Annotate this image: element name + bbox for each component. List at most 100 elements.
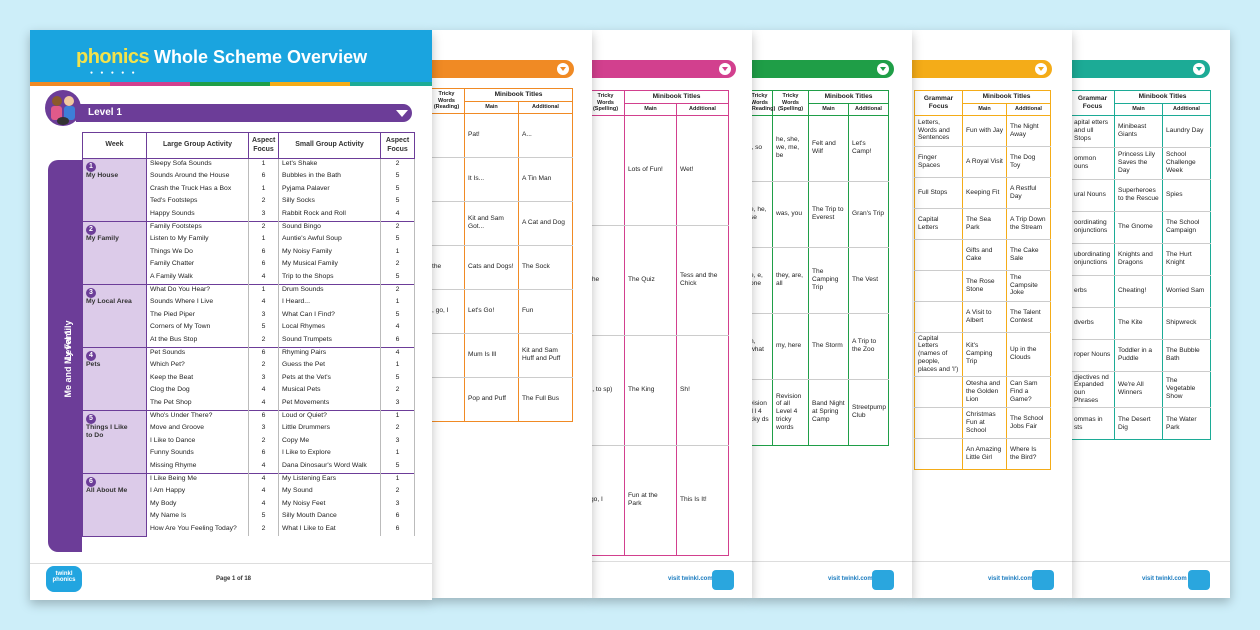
table-cell: A Cat and Dog <box>518 200 573 246</box>
footer-link[interactable]: visit twinkl.com <box>668 576 713 582</box>
aspect-focus-cell: 5 <box>380 234 415 247</box>
large-group-activity-cell: Sounds Where I Live <box>146 297 249 310</box>
page-title: Whole Scheme Overview <box>154 47 368 67</box>
table-cell: It Is... <box>464 156 519 202</box>
aspect-focus-cell: 5 <box>248 322 279 335</box>
weekly-activities-table: Week Large Group Activity Aspect Focus S… <box>82 132 415 537</box>
week-name: Pets <box>86 360 101 368</box>
table-cell: Finger Spaces <box>914 145 963 178</box>
table-cell: Band Night at Spring Camp <box>808 378 849 446</box>
aspect-focus-cell: 2 <box>380 158 415 172</box>
small-group-activity-cell: What Can I Find? <box>278 309 381 323</box>
table-cell: Mum Is Ill <box>464 332 519 378</box>
aspect-focus-cell: 3 <box>248 372 279 386</box>
table-cell: djectives nd Expanded oun Phrases <box>1072 370 1115 409</box>
small-group-activity-cell: Sound Trumpets <box>278 334 381 348</box>
additional-header: Additional <box>676 103 729 116</box>
table-cell <box>914 238 963 271</box>
table-cell: Superheroes to the Rescue <box>1114 178 1163 212</box>
level-header-bar[interactable] <box>912 60 1052 78</box>
table-cell: The School Jobs Fair <box>1006 407 1051 440</box>
table-cell: Fun <box>518 288 573 334</box>
table-cell: Worried Sam <box>1162 274 1211 308</box>
large-group-activity-cell: I Like to Dance <box>146 435 249 449</box>
small-group-activity-cell: Silly Mouth Dance <box>278 511 381 524</box>
table-cell: The Night Away <box>1006 114 1051 147</box>
week-number-badge: 1 <box>86 162 96 172</box>
table-cell: The King <box>624 334 677 446</box>
table-row: Kit and Sam Got...A Cat and Dog <box>432 200 573 246</box>
level-selector[interactable]: Level 1 <box>76 104 412 122</box>
table-cell: The Full Bus <box>518 376 573 422</box>
large-group-activity-cell: The Pied Piper <box>146 309 249 323</box>
aspect-focus-cell: 4 <box>380 322 415 335</box>
aspect-focus-cell: 4 <box>248 271 279 285</box>
table-cell: e, he, se <box>752 180 773 248</box>
footer-line <box>1072 561 1230 562</box>
table-cell: The Camping Trip <box>808 246 849 314</box>
week-cell: 6All About Me <box>82 472 147 537</box>
aspect-focus-cell: 5 <box>380 183 415 197</box>
small-group-activity-cell: Pets at the Vet's <box>278 372 381 386</box>
overview-page-level-6: Grammar Focus Minibook Titles Main Addit… <box>1072 30 1230 598</box>
minibook-table: Tricky Words (Reading) Minibook Titles M… <box>432 87 573 422</box>
footer-line <box>912 561 1072 562</box>
aspect-focus-cell: 1 <box>380 246 415 260</box>
table-cell <box>914 269 963 302</box>
vertical-topic-label: Me and My Family <box>63 320 73 398</box>
large-group-activity-cell: What Do You Hear? <box>146 283 249 298</box>
table-cell <box>432 156 465 202</box>
chevron-down-icon[interactable] <box>1193 63 1205 75</box>
small-group-activity-cell: Musical Pets <box>278 385 381 398</box>
table-cell: Cheating! <box>1114 274 1163 308</box>
table-row: Lots of Fun!Wet! <box>592 114 729 226</box>
chevron-down-icon[interactable] <box>877 63 889 75</box>
footer-link[interactable]: visit twinkl.com <box>1142 576 1187 582</box>
chevron-down-icon[interactable] <box>719 63 731 75</box>
table-cell: Spies <box>1162 178 1211 212</box>
table-cell: Kit's Camping Trip <box>962 331 1007 378</box>
aspect-focus-cell: 2 <box>248 360 279 373</box>
table-cell: A Trip to the Zoo <box>848 312 889 380</box>
table-cell: Wet! <box>676 114 729 226</box>
small-group-activity-cell: My Listening Ears <box>278 472 381 486</box>
large-group-activity-cell: Ted's Footsteps <box>146 196 249 209</box>
table-cell: The Kite <box>1114 306 1163 340</box>
footer-line <box>752 561 912 562</box>
aspect-focus-cell: 6 <box>380 523 415 537</box>
table-cell: A Restful Day <box>1006 176 1051 209</box>
table-cell <box>432 376 465 422</box>
chevron-down-icon[interactable] <box>1035 63 1047 75</box>
table-cell: School Challenge Week <box>1162 146 1211 180</box>
level-header-bar[interactable] <box>592 60 736 78</box>
level-header-bar[interactable] <box>432 60 574 78</box>
small-group-activity-cell: Pyjama Palaver <box>278 183 381 197</box>
level-header-bar[interactable] <box>752 60 894 78</box>
large-group-activity-cell: Clog the Dog <box>146 385 249 398</box>
chevron-down-icon[interactable] <box>557 63 569 75</box>
footer-link[interactable]: visit twinkl.com <box>988 576 1033 582</box>
chevron-down-icon[interactable] <box>395 107 408 119</box>
aspect-focus-cell: 1 <box>380 448 415 461</box>
table-cell <box>914 300 963 333</box>
level-header-bar[interactable] <box>1072 60 1210 78</box>
week-header: Week <box>82 132 147 159</box>
footer-link[interactable]: visit twinkl.com <box>828 576 873 582</box>
aspect-focus-cell: 6 <box>248 171 279 184</box>
